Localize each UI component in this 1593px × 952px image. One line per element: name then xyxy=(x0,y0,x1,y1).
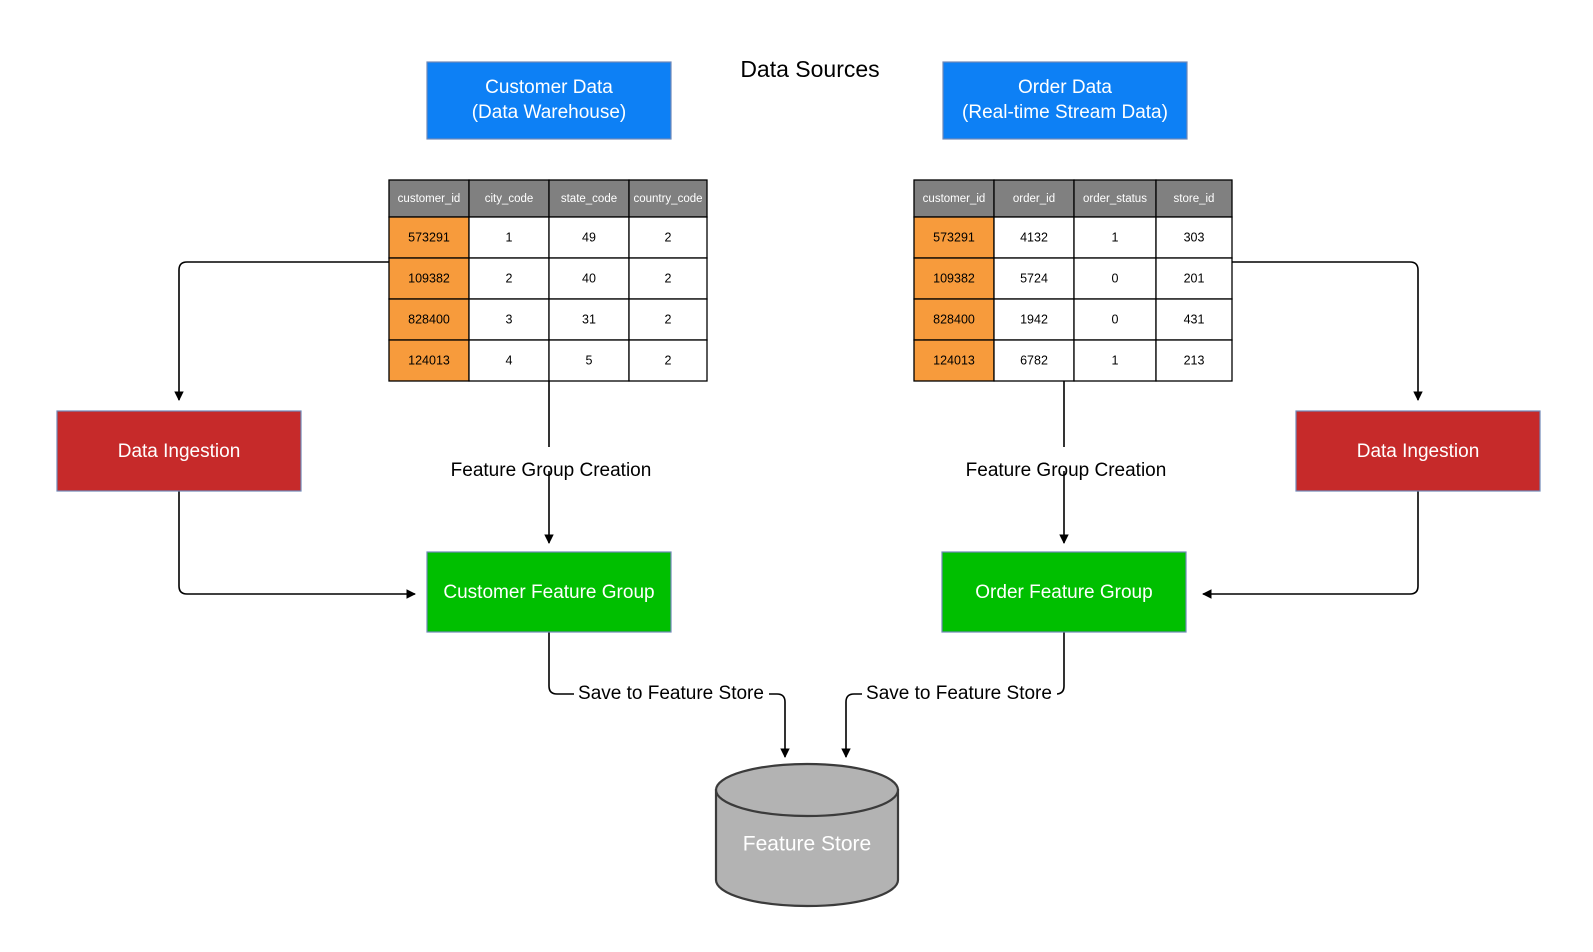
order-table-col-1: order_id xyxy=(1013,193,1055,205)
customer-table-col-0: customer_id xyxy=(398,193,461,205)
table-row: 124013 4 5 2 xyxy=(388,339,708,382)
connector-customer-table-to-left-ingestion xyxy=(174,261,389,401)
order-table-col-0: customer_id xyxy=(923,193,986,205)
customer-data-source-line2: (Data Warehouse) xyxy=(472,102,627,123)
svg-text:Feature Group Creation: Feature Group Creation xyxy=(451,460,652,481)
table-row: 109382 2 40 2 xyxy=(388,257,708,300)
order-cell-2-3: 431 xyxy=(1184,312,1205,326)
customer-cell-3-2: 5 xyxy=(586,353,593,367)
edge-label-save-to-feature-store-right: Save to Feature Store xyxy=(862,683,1057,705)
order-data-source[interactable]: Order Data (Real-time Stream Data) xyxy=(942,61,1188,140)
connector-right-ingestion-to-order-feature-group xyxy=(1202,491,1419,599)
customer-cell-0-2: 49 xyxy=(582,230,596,244)
order-table-col-3: store_id xyxy=(1174,193,1215,205)
customer-table-col-2: state_code xyxy=(561,193,617,205)
customer-cell-2-3: 2 xyxy=(665,312,672,326)
table-row: 573291 1 49 2 xyxy=(388,216,708,259)
svg-text:Save to Feature Store: Save to Feature Store xyxy=(578,683,764,704)
order-data-source-line1: Order Data xyxy=(1018,77,1112,98)
customer-cell-3-0: 124013 xyxy=(408,353,450,367)
edge-label-feature-group-creation-right: Feature Group Creation xyxy=(955,447,1177,481)
data-ingestion-left-label: Data Ingestion xyxy=(118,441,241,462)
order-cell-0-2: 1 xyxy=(1112,230,1119,244)
customer-table-col-1: city_code xyxy=(485,193,534,205)
customer-cell-1-0: 109382 xyxy=(408,271,450,285)
order-cell-2-0: 828400 xyxy=(933,312,975,326)
customer-cell-1-2: 40 xyxy=(582,271,596,285)
svg-text:Save to Feature Store: Save to Feature Store xyxy=(866,683,1052,704)
customer-cell-2-2: 31 xyxy=(582,312,596,326)
page-title: Data Sources xyxy=(740,56,879,82)
customer-table-col-3: country_code xyxy=(633,193,702,205)
feature-store-cylinder[interactable]: Feature Store xyxy=(714,762,900,908)
data-ingestion-left[interactable]: Data Ingestion xyxy=(56,410,302,492)
feature-store-body xyxy=(714,788,900,908)
customer-cell-0-3: 2 xyxy=(665,230,672,244)
customer-cell-0-1: 1 xyxy=(506,230,513,244)
customer-cell-2-1: 3 xyxy=(506,312,513,326)
feature-store-label: Feature Store xyxy=(743,833,871,856)
order-cell-3-3: 213 xyxy=(1184,353,1205,367)
customer-feature-group[interactable]: Customer Feature Group xyxy=(426,551,672,633)
customer-cell-0-0: 573291 xyxy=(408,230,450,244)
order-cell-3-1: 6782 xyxy=(1020,353,1048,367)
order-cell-0-1: 4132 xyxy=(1020,230,1048,244)
order-data-source-line2: (Real-time Stream Data) xyxy=(962,102,1168,123)
data-ingestion-right-label: Data Ingestion xyxy=(1357,441,1480,462)
table-row: 828400 3 31 2 xyxy=(388,298,708,341)
customer-table: customer_id city_code state_code country… xyxy=(388,179,708,382)
customer-table-header-row: customer_id city_code state_code country… xyxy=(388,179,708,218)
customer-cell-1-1: 2 xyxy=(506,271,513,285)
order-cell-1-1: 5724 xyxy=(1020,271,1048,285)
order-table-col-2: order_status xyxy=(1083,193,1147,205)
connector-order-table-to-right-ingestion xyxy=(1232,261,1423,401)
table-row: 573291 4132 1 303 xyxy=(913,216,1233,259)
order-cell-1-0: 109382 xyxy=(933,271,975,285)
customer-cell-2-0: 828400 xyxy=(408,312,450,326)
table-row: 828400 1942 0 431 xyxy=(913,298,1233,341)
order-feature-group[interactable]: Order Feature Group xyxy=(941,551,1187,633)
feature-store-top xyxy=(714,762,900,818)
order-cell-1-3: 201 xyxy=(1184,271,1205,285)
table-row: 109382 5724 0 201 xyxy=(913,257,1233,300)
customer-cell-1-3: 2 xyxy=(665,271,672,285)
table-row: 124013 6782 1 213 xyxy=(913,339,1233,382)
customer-data-source-line1: Customer Data xyxy=(485,77,613,98)
data-ingestion-right[interactable]: Data Ingestion xyxy=(1295,410,1541,492)
edge-label-feature-group-creation-left: Feature Group Creation xyxy=(440,447,662,481)
order-cell-3-0: 124013 xyxy=(933,353,975,367)
order-cell-0-3: 303 xyxy=(1184,230,1205,244)
order-table: customer_id order_id order_status store_… xyxy=(913,179,1233,382)
customer-cell-3-1: 4 xyxy=(506,353,513,367)
customer-feature-group-label: Customer Feature Group xyxy=(443,582,654,603)
order-cell-1-2: 0 xyxy=(1112,271,1119,285)
customer-data-source[interactable]: Customer Data (Data Warehouse) xyxy=(426,61,672,140)
order-cell-0-0: 573291 xyxy=(933,230,975,244)
order-feature-group-label: Order Feature Group xyxy=(975,582,1152,603)
order-cell-2-2: 0 xyxy=(1112,312,1119,326)
order-cell-3-2: 1 xyxy=(1112,353,1119,367)
connector-left-ingestion-to-customer-feature-group xyxy=(178,491,416,599)
edge-label-save-to-feature-store-left: Save to Feature Store xyxy=(574,683,769,705)
svg-text:Feature Group Creation: Feature Group Creation xyxy=(966,460,1167,481)
order-cell-2-1: 1942 xyxy=(1020,312,1048,326)
order-table-header-row: customer_id order_id order_status store_… xyxy=(913,179,1233,218)
customer-cell-3-3: 2 xyxy=(665,353,672,367)
